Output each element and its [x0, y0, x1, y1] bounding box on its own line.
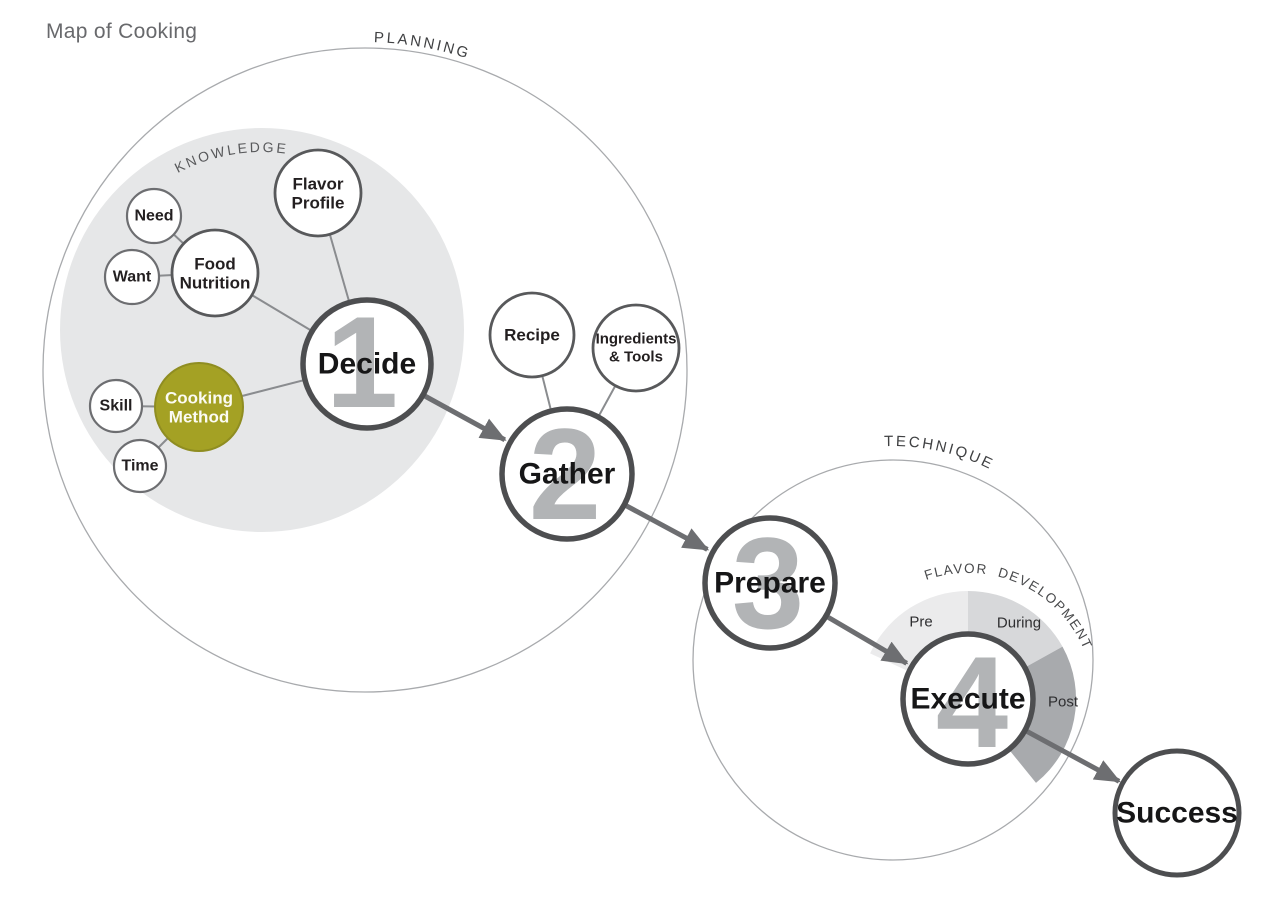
node-flavor-profile-label-line1: Flavor — [292, 175, 343, 194]
arrow-execute-to-success — [1023, 728, 1121, 784]
node-ingredients-tools-label-line2: & Tools — [609, 349, 663, 366]
node-cooking-method-label-line1: Cooking — [165, 389, 233, 408]
step-prepare-label: Prepare — [714, 567, 826, 600]
node-skill-circle — [88, 378, 144, 434]
step-decide-label: Decide — [318, 348, 416, 381]
step-decide: 1 Decide — [300, 289, 434, 435]
step-gather-circle — [499, 406, 635, 542]
node-need-circle — [125, 187, 183, 245]
node-food-nutrition-label-line1: Food — [194, 255, 236, 274]
phase-post-label: Post — [1048, 694, 1079, 711]
outcome-success-label: Success — [1116, 797, 1238, 830]
node-flavor-profile-circle — [273, 148, 363, 238]
node-recipe-label: Recipe — [504, 326, 560, 345]
step-decide-number: 1 — [326, 289, 398, 435]
phase-during-segment — [968, 590, 1063, 668]
step-execute-label: Execute — [910, 683, 1025, 716]
node-skill-label: Skill — [100, 398, 133, 415]
outcome-success: Success — [1112, 748, 1242, 878]
arrow-gather-to-prepare — [623, 502, 710, 552]
step-prepare: 3 Prepare — [702, 510, 838, 656]
node-cooking-method-label-line2: Method — [169, 408, 229, 427]
flow-arrows — [421, 392, 1121, 784]
step-prepare-number: 3 — [732, 510, 804, 656]
phase-during-label: During — [997, 615, 1041, 632]
planning-label: PLANNING — [374, 29, 473, 63]
arrow-decide-to-gather — [421, 392, 507, 442]
node-want-circle — [103, 248, 161, 306]
arrow-prepare-to-execute — [824, 613, 909, 666]
node-time-circle — [112, 438, 168, 494]
step-decide-circle — [300, 297, 434, 431]
node-food-nutrition-circle — [170, 228, 260, 318]
node-want-label: Want — [113, 269, 152, 286]
step-gather: 2 Gather — [499, 401, 635, 547]
step-execute: 4 Execute — [900, 629, 1036, 775]
step-execute-number: 4 — [936, 629, 1008, 775]
node-food-nutrition-label-line2: Nutrition — [180, 274, 251, 293]
node-ingredients-tools-label-line1: Ingredients — [596, 331, 677, 348]
node-recipe-circle — [488, 291, 576, 379]
node-ingredients-tools-circle — [591, 303, 681, 393]
step-gather-number: 2 — [529, 401, 601, 547]
node-need-label: Need — [134, 208, 173, 225]
node-cooking-method-circle — [154, 362, 244, 452]
technique-label: TECHNIQUE — [884, 433, 997, 473]
planning-circle — [42, 47, 688, 693]
outcome-success-circle — [1112, 748, 1242, 878]
page-title: Map of Cooking — [46, 20, 197, 43]
node-flavor-profile-label-line2: Profile — [292, 194, 345, 213]
knowledge-nodes: Need Want Food Nutrition Flavor Profile … — [88, 148, 363, 494]
node-time-label: Time — [121, 458, 158, 475]
step-execute-circle — [900, 631, 1036, 767]
step-gather-label: Gather — [519, 458, 616, 491]
gather-nodes: Recipe Ingredients & Tools — [488, 291, 681, 393]
step-prepare-circle — [702, 515, 838, 651]
technique-circle — [692, 459, 1094, 861]
phase-pre-label: Pre — [909, 614, 932, 631]
